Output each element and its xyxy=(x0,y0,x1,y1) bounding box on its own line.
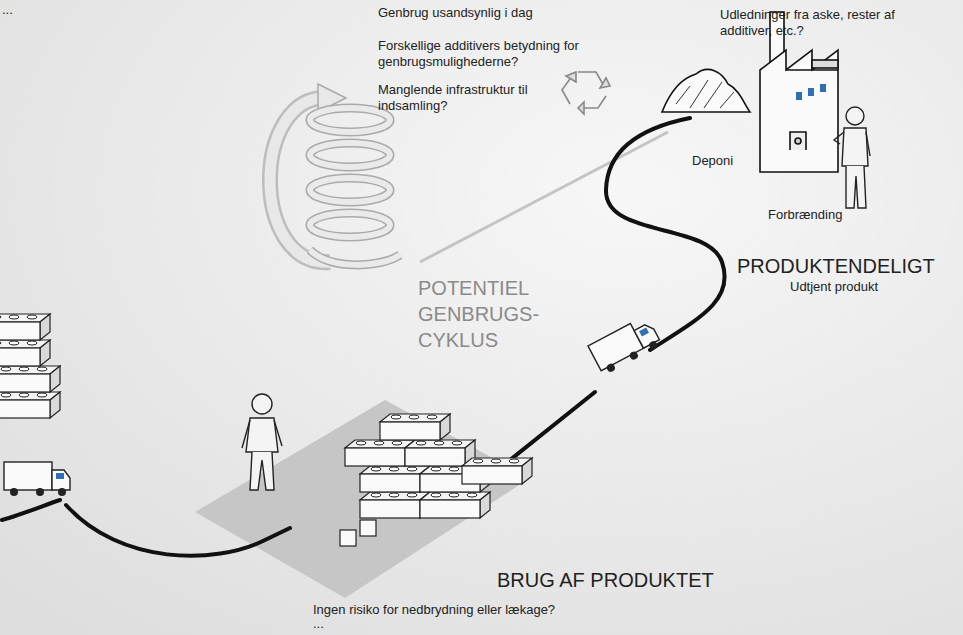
worker-figure xyxy=(846,166,866,208)
ellipsis-note: ... xyxy=(2,2,42,18)
child-figure xyxy=(242,420,282,448)
recycling-spiral xyxy=(310,213,390,237)
recycling-spiral xyxy=(310,143,390,167)
recycle-symbol xyxy=(578,102,584,114)
incineration-plant xyxy=(760,50,838,172)
brick-stack xyxy=(340,530,356,546)
truck xyxy=(4,462,70,496)
floor-area xyxy=(195,400,530,598)
ellipsis-note: ... xyxy=(313,616,353,632)
incineration-plant xyxy=(812,60,838,68)
incineration-plant xyxy=(795,138,801,144)
incineration-plant xyxy=(808,88,814,96)
brick-load xyxy=(0,392,60,418)
recycle-symbol xyxy=(566,72,576,82)
issue-note: Manglende infrastruktur til indsamling? xyxy=(378,82,553,115)
worker-figure xyxy=(834,107,870,208)
worker-figure xyxy=(834,132,870,156)
recycle-link xyxy=(420,132,668,262)
worker-figure xyxy=(842,128,868,166)
stage-heading: POTENTIEL GENBRUGS- CYKLUS xyxy=(418,275,530,353)
road xyxy=(606,118,725,350)
stage-subheading: Udtjent produkt xyxy=(790,279,930,295)
issue-note: Ingen risiko for nedbrydning eller lækag… xyxy=(313,602,643,618)
child-figure xyxy=(252,394,272,414)
brick-stack xyxy=(420,492,490,518)
stage-heading: PRODUKTENDELIGT xyxy=(737,254,959,279)
recycling-spiral xyxy=(310,250,400,265)
issue-note: Forskellige additivers betydning for gen… xyxy=(378,38,593,71)
part-label: Forbrænding xyxy=(768,207,868,223)
brick-load xyxy=(0,340,50,366)
road xyxy=(66,505,290,556)
child-figure xyxy=(242,394,282,490)
issue-note: Udledninger fra aske, rester af additive… xyxy=(720,7,920,40)
recycling-spiral xyxy=(310,178,390,202)
recycle-symbol xyxy=(600,78,610,88)
recycling-spiral xyxy=(310,143,390,167)
recycling-spiral xyxy=(310,178,390,202)
child-figure xyxy=(246,418,278,452)
landfill-pile xyxy=(662,69,750,112)
worker-figure xyxy=(846,107,864,125)
road xyxy=(500,392,595,468)
recycle-symbol xyxy=(562,76,572,104)
brick-stack xyxy=(380,414,450,440)
recycle-symbol xyxy=(582,96,606,108)
recycling-spiral xyxy=(310,250,400,265)
landfill-pile xyxy=(676,80,734,108)
incineration-plant xyxy=(790,132,806,150)
issue-note: Genbrug usandsynlig i dag xyxy=(378,5,608,21)
stage-heading: BRUG AF PRODUKTET xyxy=(497,568,757,593)
recycle-symbol xyxy=(578,72,604,86)
road xyxy=(2,500,60,520)
recycle-symbol xyxy=(562,72,610,114)
part-label: Deponi xyxy=(692,153,762,169)
brick-stack xyxy=(462,458,532,484)
truck xyxy=(588,315,662,376)
road xyxy=(2,118,725,556)
brick-load xyxy=(0,314,50,340)
landfill-pile xyxy=(662,69,750,112)
brick-load xyxy=(0,366,60,392)
incineration-plant xyxy=(786,69,838,71)
child-figure xyxy=(250,452,274,490)
recycling-spiral xyxy=(310,213,390,237)
brick-stack xyxy=(405,440,475,466)
brick-stack xyxy=(340,414,532,546)
incineration-plant xyxy=(820,84,826,92)
incineration-plant xyxy=(796,92,802,100)
brick-load xyxy=(0,314,60,418)
brick-stack xyxy=(360,520,376,536)
